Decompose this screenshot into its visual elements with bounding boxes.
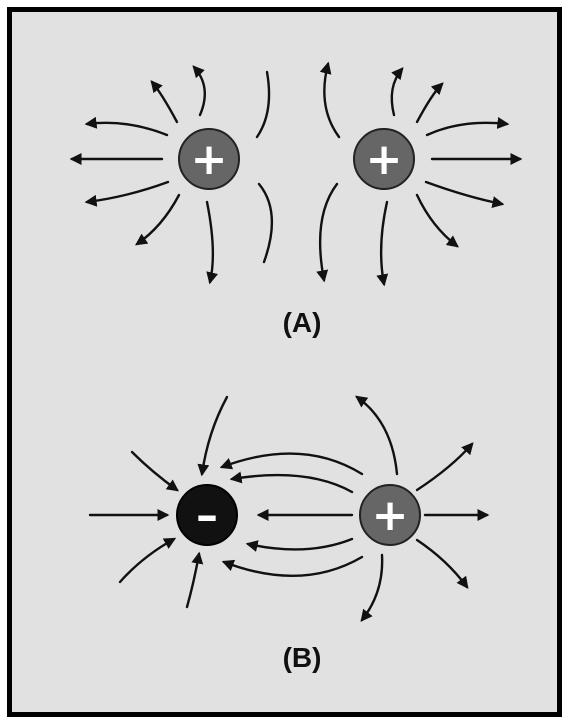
plus-sign: +: [191, 134, 228, 185]
panel-a: + + (A): [69, 61, 523, 338]
positive-charge-b: +: [359, 484, 421, 546]
charge-circle: [176, 484, 238, 546]
field-lines-a: [69, 61, 523, 287]
panel-b: – + (B): [88, 395, 490, 673]
charge-circle: [353, 128, 415, 190]
positive-charge-a-right: +: [353, 128, 415, 190]
minus-sign: –: [196, 490, 218, 541]
panel-b-label: (B): [283, 642, 322, 673]
electric-field-diagram: + + (A): [7, 7, 562, 717]
positive-charge-a-left: +: [178, 128, 240, 190]
panel-a-label: (A): [283, 307, 322, 338]
plus-sign: +: [366, 134, 403, 185]
field-lines-b: [88, 395, 490, 622]
negative-charge-b: –: [176, 484, 238, 546]
charge-circle: [178, 128, 240, 190]
plus-sign: +: [372, 490, 409, 541]
charge-circle: [359, 484, 421, 546]
